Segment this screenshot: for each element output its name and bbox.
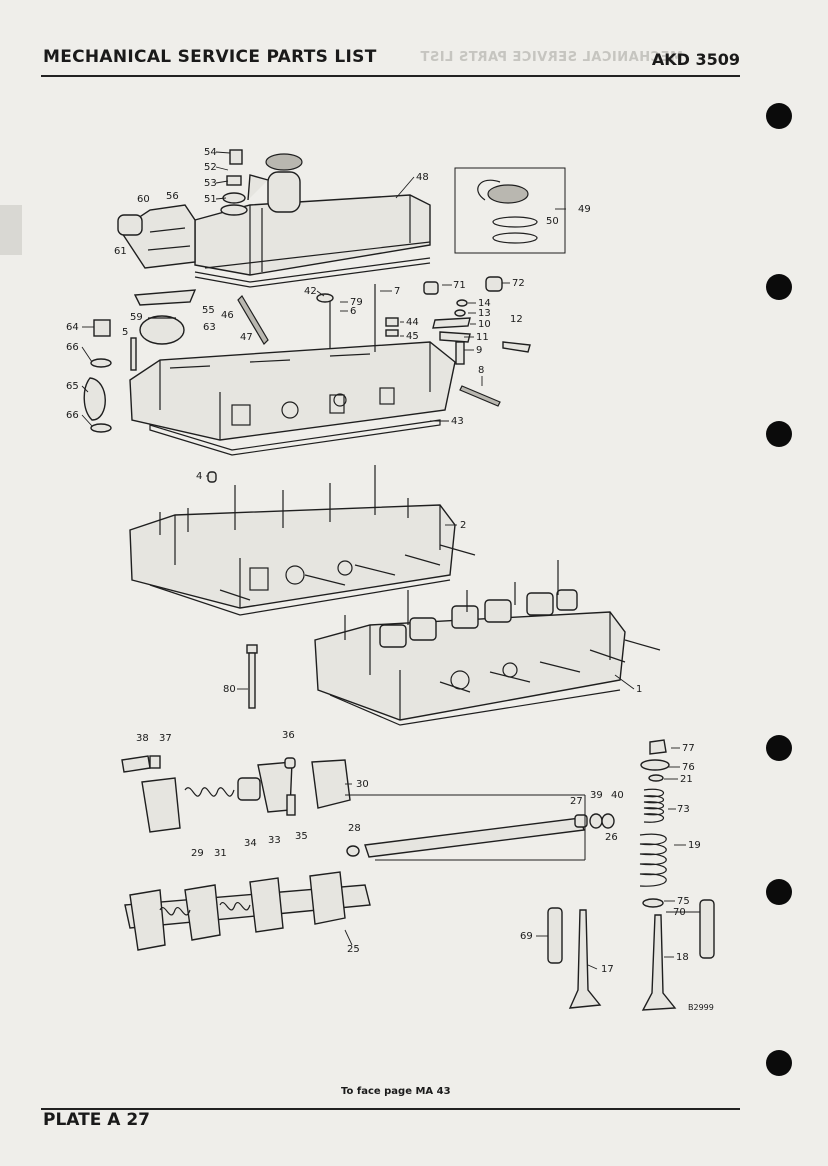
part-label: 66 xyxy=(66,342,79,353)
part-label: 40 xyxy=(611,790,624,801)
part-label: 21 xyxy=(680,774,693,785)
cylinder-head-upper xyxy=(129,284,456,456)
part-label: 38 xyxy=(136,733,149,744)
part-label: 80 xyxy=(223,684,236,695)
part-label: 77 xyxy=(682,743,695,754)
part-label: 13 xyxy=(478,308,491,319)
part-label: 11 xyxy=(476,332,489,343)
cylinder-head-valves xyxy=(246,560,661,726)
rocker-shaft-assembly xyxy=(124,871,371,951)
part-label: 14 xyxy=(478,298,491,309)
part-label: 4 xyxy=(196,471,202,482)
part-label: 2 xyxy=(460,520,466,531)
punch-hole xyxy=(766,879,792,905)
part-label: 43 xyxy=(451,416,464,427)
part-label: 35 xyxy=(295,831,308,842)
part-label: 46 xyxy=(221,310,234,321)
part-label: 28 xyxy=(348,823,361,834)
part-label: 25 xyxy=(347,944,360,955)
cylinder-head-studded xyxy=(129,465,476,616)
document-code: AKD 3509 xyxy=(651,50,740,69)
punch-hole xyxy=(766,421,792,447)
drawing-reference: B2999 xyxy=(688,1003,714,1012)
part-label: 66 xyxy=(66,410,79,421)
punch-hole xyxy=(766,1050,792,1076)
part-label: 69 xyxy=(520,931,533,942)
part-label: 19 xyxy=(688,840,701,851)
valve-spring-parts xyxy=(547,739,715,1011)
part-label: 63 xyxy=(203,322,216,333)
part-label: 30 xyxy=(356,779,369,790)
part-label: 47 xyxy=(240,332,253,343)
part-label: 71 xyxy=(453,280,466,291)
part-label: 50 xyxy=(546,216,559,227)
part-label: 64 xyxy=(66,322,79,333)
part-label: 54 xyxy=(204,147,217,158)
part-label: 53 xyxy=(204,178,217,189)
rocker-cover-gasket xyxy=(194,257,431,288)
part-label: 72 xyxy=(512,278,525,289)
rocker-cover xyxy=(194,153,431,276)
part-label: 61 xyxy=(114,246,127,257)
part-label: 42 xyxy=(304,286,317,297)
breather-inset xyxy=(454,167,566,254)
part-label: 31 xyxy=(214,848,227,859)
part-label: 73 xyxy=(677,804,690,815)
plate-number: PLATE A 27 xyxy=(43,1110,150,1130)
part-label: 5 xyxy=(122,327,128,338)
part-label: 56 xyxy=(166,191,179,202)
part-label: 48 xyxy=(416,172,429,183)
oil-filler-cap-parts xyxy=(220,149,248,216)
part-label: 1 xyxy=(636,684,642,695)
part-label: 17 xyxy=(601,964,614,975)
part-label: 44 xyxy=(406,317,419,328)
part-label: 36 xyxy=(282,730,295,741)
part-labels: 54 52 53 51 48 60 56 61 49 50 71 72 42 7… xyxy=(66,147,714,1012)
part-label: 76 xyxy=(682,762,695,773)
water-outlet-elbow xyxy=(117,204,196,269)
part-label: 27 xyxy=(570,796,583,807)
part-label: 60 xyxy=(137,194,150,205)
small-valve-parts xyxy=(207,276,531,483)
page-title: MECHANICAL SERVICE PARTS LIST xyxy=(43,47,377,67)
part-label: 37 xyxy=(159,733,172,744)
part-label: 7 xyxy=(394,286,400,297)
part-label: 59 xyxy=(130,312,143,323)
part-label: 18 xyxy=(676,952,689,963)
part-label: 51 xyxy=(204,194,217,205)
part-label: 10 xyxy=(478,319,491,330)
leader-lines xyxy=(81,151,700,970)
punch-hole xyxy=(766,103,792,129)
hoses-and-clips xyxy=(83,319,137,433)
punch-hole xyxy=(766,274,792,300)
rocker-gear-parts xyxy=(121,755,615,861)
part-label: 34 xyxy=(244,838,257,849)
part-label: 55 xyxy=(202,305,215,316)
punch-hole xyxy=(766,735,792,761)
part-label: 39 xyxy=(590,790,603,801)
part-label: 65 xyxy=(66,381,79,392)
part-label: 79 xyxy=(350,297,363,308)
heater-valve xyxy=(133,289,269,345)
footer-rule xyxy=(41,1108,740,1110)
part-label: 26 xyxy=(605,832,618,843)
page-edge-shadow xyxy=(0,205,22,255)
part-label: 75 xyxy=(677,896,690,907)
part-label: 8 xyxy=(478,365,484,376)
part-label: 12 xyxy=(510,314,523,325)
part-label: 33 xyxy=(268,835,281,846)
part-label: 49 xyxy=(578,204,591,215)
part-label: 9 xyxy=(476,345,482,356)
header-rule xyxy=(41,75,740,77)
part-label: 29 xyxy=(191,848,204,859)
part-label: 70 xyxy=(673,907,686,918)
facing-page-note: To face page MA 43 xyxy=(341,1086,451,1097)
part-label: 6 xyxy=(350,306,356,317)
part-label: 52 xyxy=(204,162,217,173)
part-label: 45 xyxy=(406,331,419,342)
